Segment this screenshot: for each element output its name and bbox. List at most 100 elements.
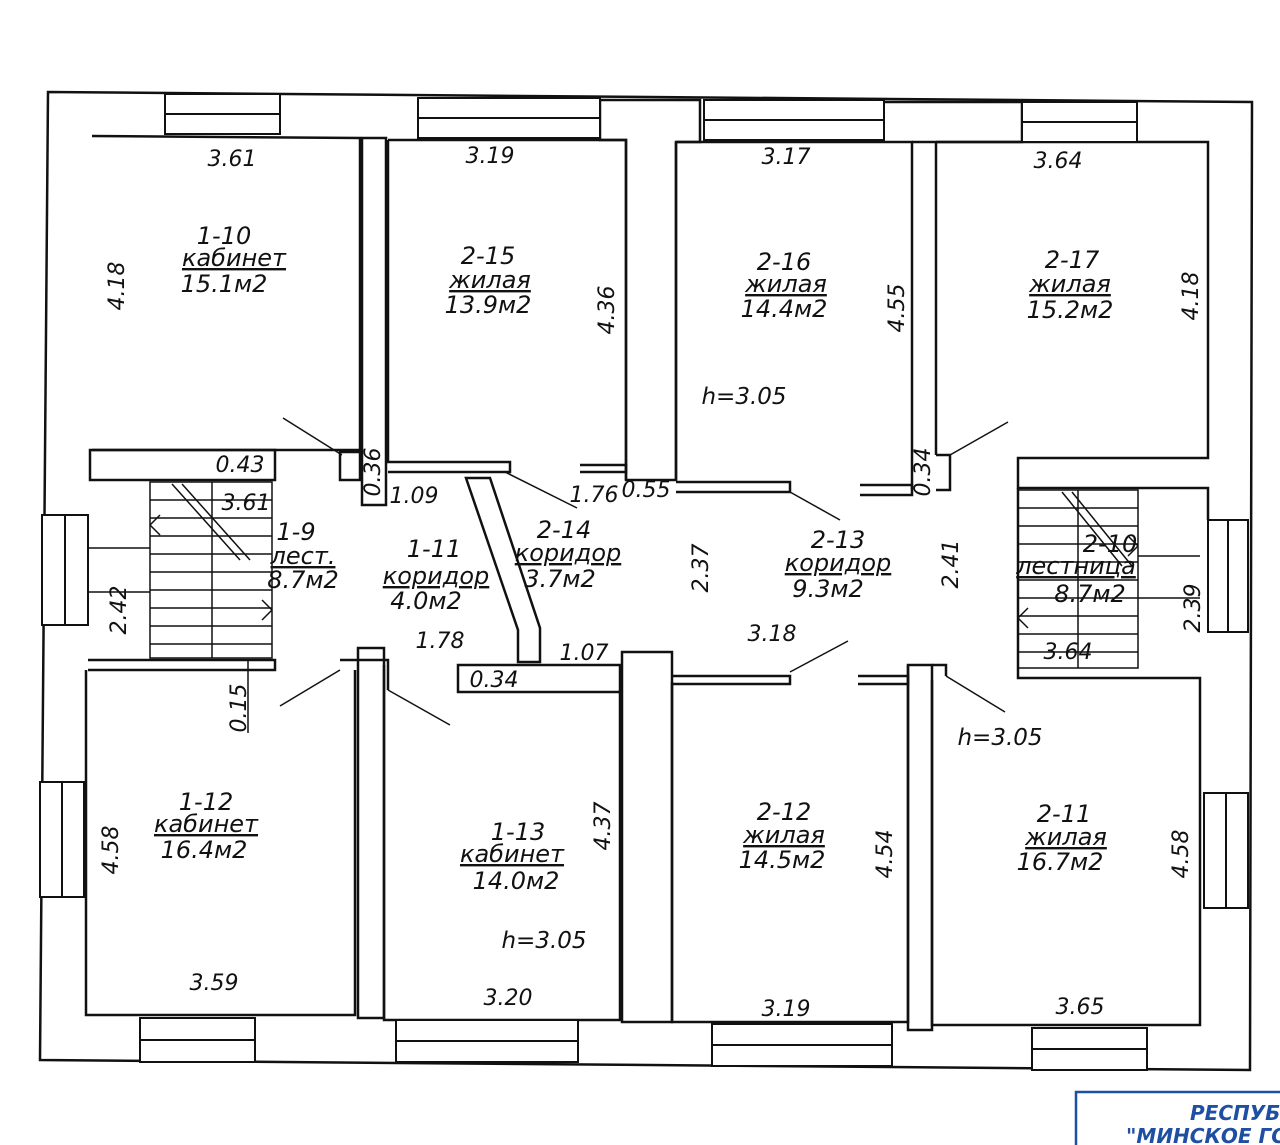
dim-label: 4.37 xyxy=(591,802,616,851)
door-swings xyxy=(247,417,1009,733)
dim-label: 0.15 xyxy=(227,684,252,733)
dim-label: 1.09 xyxy=(390,484,439,509)
dim-label: 0.43 xyxy=(216,453,265,478)
door-stub-1-13 xyxy=(340,658,390,690)
wall-stair-1-9-top xyxy=(88,448,277,482)
stamp-line-2: "МИНСКОЕ ГОРО xyxy=(1126,1124,1280,1145)
height-label: h=3.05 xyxy=(957,725,1042,751)
dim-label: 3.20 xyxy=(484,986,533,1011)
room-area: 15.1м2 xyxy=(181,270,268,298)
room-number: 2-16 xyxy=(757,248,811,276)
windows xyxy=(39,93,1249,1071)
room-2-16: 2-16 жилая 14.4м2 xyxy=(741,248,828,323)
pier-bottom-mid xyxy=(620,650,674,1024)
dim-label: 3.18 xyxy=(748,622,797,647)
room-1-12: 1-12 кабинет 16.4м2 xyxy=(154,788,259,864)
room-number: 2-13 xyxy=(811,526,865,554)
stair-2-10 xyxy=(1017,489,1200,669)
room-number: 1-12 xyxy=(179,788,233,816)
room-use: кабинет xyxy=(460,840,565,868)
wall-2-14-top xyxy=(580,463,628,474)
dim-label: 3.64 xyxy=(1044,640,1093,665)
dim-label: 1.76 xyxy=(570,483,619,508)
dim-label: 0.36 xyxy=(361,448,386,497)
dim-label: 3.64 xyxy=(1034,149,1083,174)
room-2-14: 2-14 коридор 3.7м2 xyxy=(515,516,622,593)
room-number: 1-13 xyxy=(491,818,545,846)
room-area: 16.7м2 xyxy=(1017,848,1104,876)
dim-label: 3.65 xyxy=(1056,995,1105,1020)
dim-label: 4.54 xyxy=(873,830,898,879)
wall-2-12-top xyxy=(672,674,792,686)
ceiling-heights: h=3.05 h=3.05 h=3.05 xyxy=(501,384,1042,954)
dimensions: 3.61 3.19 3.17 3.64 4.18 4.36 4.55 4.18 … xyxy=(99,144,1206,1022)
dim-label: 3.61 xyxy=(222,491,271,516)
room-use: коридор xyxy=(785,549,892,577)
dim-label: 3.19 xyxy=(466,144,515,169)
dim-label: 0.34 xyxy=(470,668,519,693)
room-number: 2-10 xyxy=(1083,530,1137,558)
wall-stair-1-9-bottom xyxy=(88,658,277,672)
room-use: жилая xyxy=(448,266,531,294)
dim-label: 0.55 xyxy=(622,478,671,503)
dim-label: 4.58 xyxy=(99,826,124,875)
room-2-13: 2-13 коридор 9.3м2 xyxy=(785,526,892,603)
pier-top-mid xyxy=(598,98,702,482)
stair-1-9 xyxy=(88,481,273,659)
dim-label: 2.37 xyxy=(689,544,714,593)
wall-room-2-17 xyxy=(936,140,1210,520)
room-1-9: 1-9 лест. 8.7м2 xyxy=(267,518,339,594)
wall-corridor-bottom xyxy=(456,663,622,694)
door-stub-2-17 xyxy=(936,453,952,492)
stamp-border xyxy=(1074,1090,1280,1145)
room-number: 2-12 xyxy=(757,798,811,826)
door-stub-2-11 xyxy=(932,663,948,676)
dim-label: 3.17 xyxy=(762,145,811,170)
dim-label: 3.19 xyxy=(762,997,811,1022)
room-area: 8.7м2 xyxy=(267,566,339,594)
room-2-15: 2-15 жилая 13.9м2 xyxy=(445,242,532,319)
room-1-11: 1-11 коридор 4.0м2 xyxy=(383,535,490,615)
room-number: 1-10 xyxy=(197,222,251,250)
room-area: 9.3м2 xyxy=(792,575,864,603)
room-2-11: 2-11 жилая 16.7м2 xyxy=(1017,800,1107,876)
room-area: 3.7м2 xyxy=(524,565,596,593)
wall-room-1-12 xyxy=(84,670,357,1017)
partition-1-11-2-14 xyxy=(464,476,542,664)
room-area: 4.0м2 xyxy=(390,587,462,615)
room-number: 2-11 xyxy=(1037,800,1091,828)
partition-2-12-2-11 xyxy=(906,663,934,1032)
wall-2-13-top-right xyxy=(860,483,914,497)
room-use: лестница xyxy=(1015,552,1136,580)
dim-label: 1.07 xyxy=(560,641,609,666)
room-number: 2-17 xyxy=(1045,246,1100,274)
height-label: h=3.05 xyxy=(701,384,786,410)
room-2-17: 2-17 жилая 15.2м2 xyxy=(1027,246,1114,324)
dim-label: 4.55 xyxy=(885,284,910,333)
room-use: жилая xyxy=(744,270,827,298)
room-use: жилая xyxy=(742,821,825,849)
room-use: жилая xyxy=(1028,270,1111,298)
room-area: 13.9м2 xyxy=(445,291,532,319)
outer-wall-outer xyxy=(38,90,1254,1072)
room-area: 15.2м2 xyxy=(1027,296,1114,324)
room-area: 16.4м2 xyxy=(161,836,248,864)
stamp: РЕСПУБЛ "МИНСКОЕ ГОРО xyxy=(1074,1090,1280,1145)
room-use: коридор xyxy=(515,539,622,567)
room-2-12: 2-12 жилая 14.5м2 xyxy=(739,798,826,874)
room-use: кабинет xyxy=(154,810,259,838)
room-use: коридор xyxy=(383,562,490,590)
room-2-10: 2-10 лестница 8.7м2 xyxy=(1015,530,1137,608)
room-1-13: 1-13 кабинет 14.0м2 xyxy=(460,818,565,895)
room-number: 2-14 xyxy=(537,516,591,544)
room-area: 8.7м2 xyxy=(1054,580,1126,608)
dim-label: 2.39 xyxy=(1181,584,1206,633)
room-1-10: 1-10 кабинет 15.1м2 xyxy=(181,222,287,298)
dim-label: 1.78 xyxy=(416,629,465,654)
dim-label: 4.58 xyxy=(1169,830,1194,879)
room-area: 14.4м2 xyxy=(741,295,828,323)
room-number: 2-15 xyxy=(461,242,515,270)
pier-top-right xyxy=(882,100,1024,144)
partition-1-10-2-15 xyxy=(360,136,388,507)
